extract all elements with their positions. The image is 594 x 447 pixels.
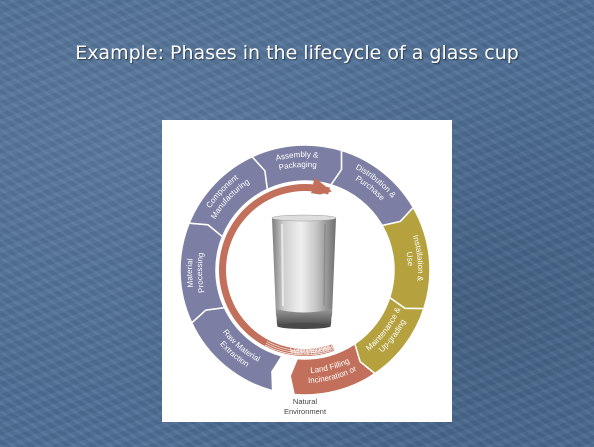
return-label-product-reuse: Product Reuse xyxy=(294,342,330,352)
lifecycle-ring xyxy=(179,144,431,396)
segment-label-installation-use-line2: Use xyxy=(405,251,415,267)
return-ring xyxy=(218,177,335,356)
slide-title: Example: Phases in the lifecycle of a gl… xyxy=(75,42,519,64)
return-label-component-reuse: Component Reuse xyxy=(289,343,334,354)
ring-divider-3 xyxy=(264,344,332,356)
return-label-material-recycling: Material Recycling xyxy=(290,346,334,357)
ring-divider-2 xyxy=(265,343,331,354)
environment-label-line1: Natural xyxy=(293,397,318,406)
environment-label-line2: Environment xyxy=(284,407,327,416)
lifecycle-figure: Product Reuse Component Reuse Material R… xyxy=(162,120,452,422)
glass-cup-image xyxy=(271,214,337,329)
ring-divider-1 xyxy=(266,341,331,352)
segment-label-material-processing-line1: Material xyxy=(185,258,195,288)
segment-land-filling xyxy=(289,342,377,396)
lifecycle-diagram: Product Reuse Component Reuse Material R… xyxy=(179,144,431,416)
return-arrow xyxy=(244,177,332,214)
segment-label-material-processing-line2: Processing xyxy=(195,252,206,294)
